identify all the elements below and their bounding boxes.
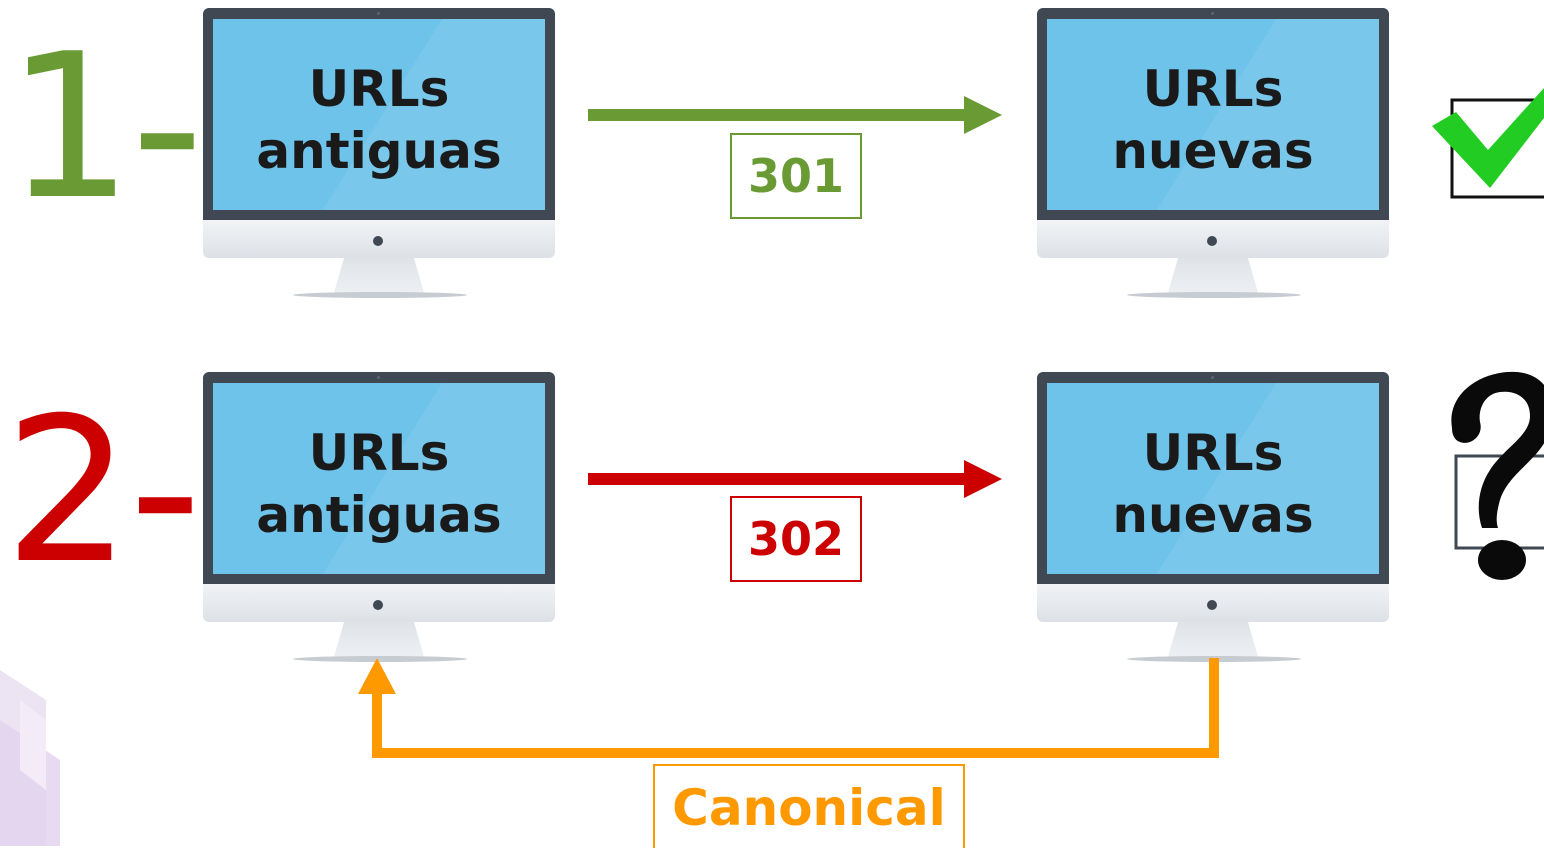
monitor-screen <box>1047 383 1379 574</box>
canonical-arrow <box>358 658 1219 758</box>
monitor-label: URLs antiguas <box>213 422 545 546</box>
label-line-1: URLs <box>1142 60 1284 118</box>
label-line-1: URLs <box>308 424 450 482</box>
checkmark-icon <box>1432 88 1544 199</box>
row-1-source-monitor: URLs antiguas <box>203 8 555 298</box>
monitor-camera <box>1211 376 1214 379</box>
monitor-stand <box>1167 622 1259 660</box>
label-line-2: nuevas <box>1112 486 1314 544</box>
row-1-redirect-code: 301 <box>730 133 862 219</box>
monitor-stand <box>1167 258 1259 296</box>
label-line-1: URLs <box>1142 424 1284 482</box>
monitor-base <box>1127 292 1301 298</box>
monitor-label: URLs nuevas <box>1047 422 1379 546</box>
row-1-target-monitor: URLs nuevas <box>1037 8 1389 298</box>
monitor-camera <box>1211 12 1214 15</box>
monitor-button <box>1207 236 1217 246</box>
monitor-button <box>373 600 383 610</box>
monitor-label: URLs antiguas <box>213 58 545 182</box>
canonical-label: Canonical <box>653 764 965 848</box>
monitor-label: URLs nuevas <box>1047 58 1379 182</box>
monitor-screen <box>213 19 545 210</box>
monitor-screen <box>1047 19 1379 210</box>
row-1-number: 1- <box>6 11 203 244</box>
monitor-screen <box>213 383 545 574</box>
label-line-2: nuevas <box>1112 122 1314 180</box>
label-line-2: antiguas <box>256 122 502 180</box>
row-1-redirect-arrow <box>588 96 1002 134</box>
label-line-2: antiguas <box>256 486 502 544</box>
monitor-base <box>293 292 467 298</box>
monitor-camera <box>377 12 380 15</box>
monitor-stand <box>333 622 425 660</box>
monitor-camera <box>377 376 380 379</box>
monitor-base <box>293 656 467 662</box>
row-2-redirect-code: 302 <box>730 496 862 582</box>
monitor-button <box>1207 600 1217 610</box>
monitor-button <box>373 236 383 246</box>
row-2-redirect-arrow <box>588 460 1002 498</box>
row-2-number: 2- <box>4 375 201 608</box>
row-2-source-monitor: URLs antiguas <box>203 372 555 662</box>
monitor-stand <box>333 258 425 296</box>
label-line-1: URLs <box>308 60 450 118</box>
question-mark-icon <box>1451 371 1544 580</box>
row-2-target-monitor: URLs nuevas <box>1037 372 1389 662</box>
